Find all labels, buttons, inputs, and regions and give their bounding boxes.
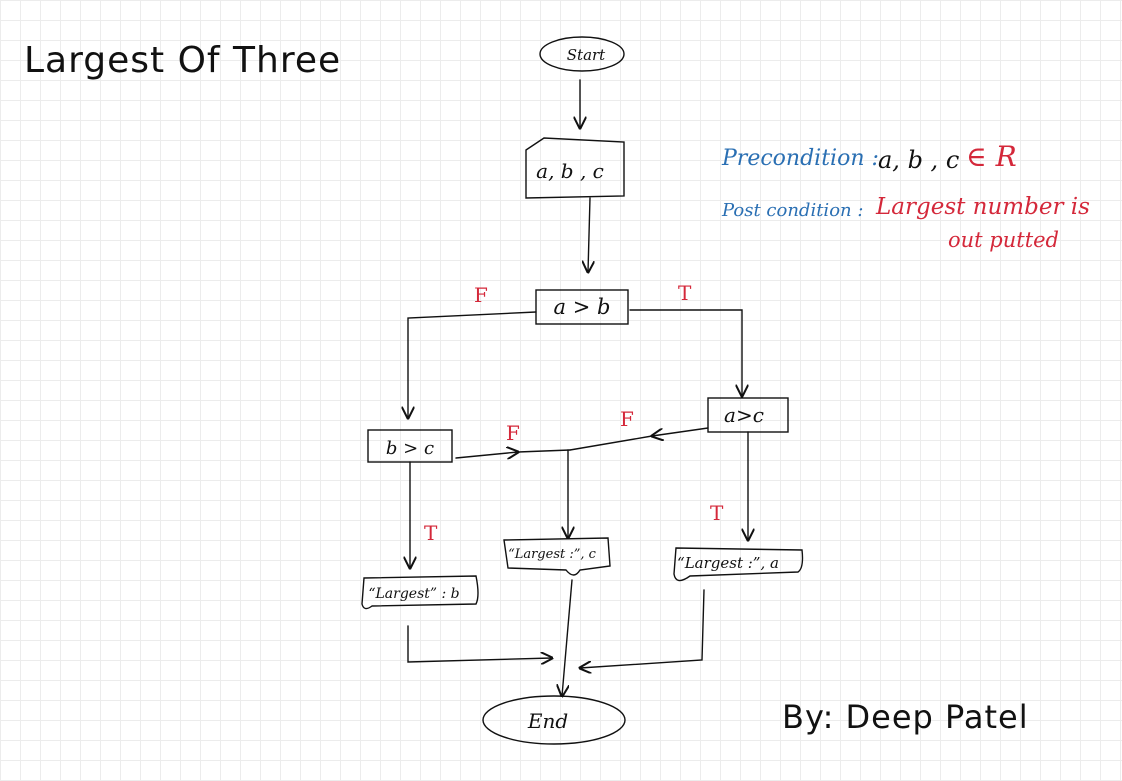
decision-a-gt-b [535, 289, 629, 325]
edge-bc-false [455, 452, 518, 458]
start-label: Start [567, 46, 606, 64]
page-title: Largest Of Three [24, 40, 342, 81]
input-label: a, b , c [536, 159, 604, 183]
output-largest-c-label: “Largest :”, c [508, 547, 597, 562]
edge-label-ac-false: F [620, 407, 634, 431]
edge-ab-false [408, 311, 537, 418]
edge-ac-false [652, 427, 709, 436]
precondition-label: Precondition : [722, 146, 879, 171]
precondition-value: a, b , c [878, 146, 960, 174]
edge-label-ab-false: F [474, 283, 488, 307]
edge-outb-end [407, 625, 552, 662]
decision-a-gt-b-label: a > b [554, 295, 611, 319]
edge-label-bc-false: F [506, 421, 520, 445]
decision-b-gt-c-label: b > c [386, 438, 434, 459]
postcondition-text-line1: Largest number is [876, 194, 1090, 220]
edge-outc-end [562, 579, 573, 696]
end-terminal [482, 695, 626, 745]
output-largest-a [673, 547, 804, 582]
author-credit: By: Deep Patel [782, 698, 1029, 736]
precondition-set: ∈ R [966, 140, 1017, 173]
output-largest-b [361, 575, 479, 610]
decision-a-gt-c [707, 397, 789, 433]
edge-input-ab [588, 197, 590, 272]
decision-a-gt-c-label: a>c [724, 403, 764, 427]
edge-ab-true [629, 309, 742, 396]
output-largest-c [503, 537, 611, 576]
end-label: End [527, 709, 568, 733]
decision-b-gt-c [367, 429, 453, 463]
input-box [525, 137, 625, 199]
edge-label-ab-true: T [678, 281, 692, 305]
output-largest-a-label: “Largest :”, a [677, 554, 779, 572]
edge-label-bc-true: T [424, 521, 438, 545]
edge-label-ac-true: T [710, 501, 724, 525]
output-largest-b-label: “Largest” : b [368, 586, 459, 602]
postcondition-text-line2: out putted [948, 228, 1059, 252]
postcondition-label: Post condition : [722, 200, 864, 221]
start-terminal [539, 36, 625, 72]
edge-outa-end [580, 589, 705, 668]
